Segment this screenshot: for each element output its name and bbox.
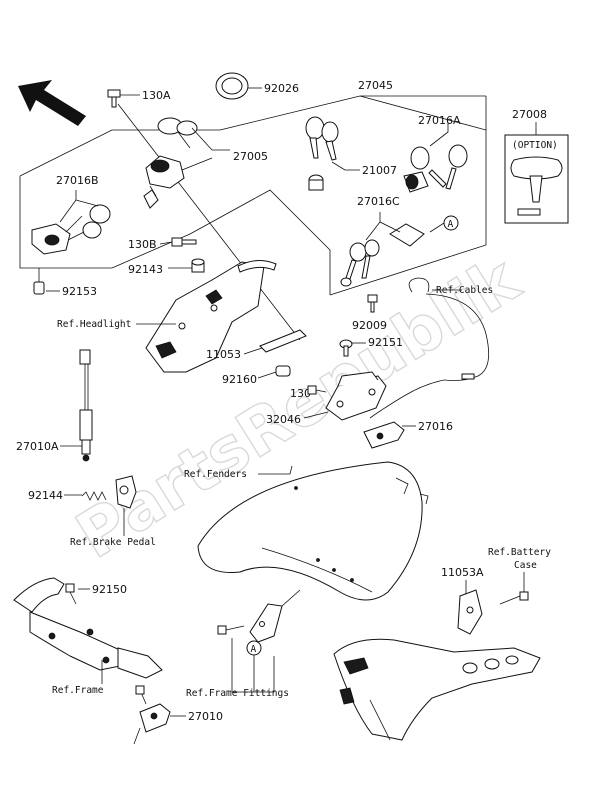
reference-marker-a-top: A xyxy=(443,215,459,231)
label-27008: 27008 xyxy=(512,108,547,121)
label-27005: 27005 xyxy=(233,150,268,163)
label-11053: 11053 xyxy=(206,348,241,361)
fender-bracket[interactable] xyxy=(249,603,283,643)
lock-27016C[interactable] xyxy=(340,223,425,287)
bracket-11053A[interactable] xyxy=(457,589,483,635)
switch-27010[interactable] xyxy=(133,685,171,745)
svg-text:A: A xyxy=(251,644,257,655)
ref-frame: Ref.Frame xyxy=(52,685,104,696)
label-130B: 130B xyxy=(128,238,157,251)
key-set-21007[interactable] xyxy=(305,116,339,191)
label-21007: 21007 xyxy=(362,164,397,177)
option-label: (OPTION) xyxy=(512,140,558,151)
switch-bracket[interactable] xyxy=(145,260,307,373)
label-27016C: 27016C xyxy=(357,195,400,208)
ref-battery-case-line2: Case xyxy=(514,560,537,571)
label-92026: 92026 xyxy=(264,82,299,95)
seat-lock-cable[interactable] xyxy=(369,277,490,419)
ref-cables: Ref.Cables xyxy=(436,285,493,296)
option-box-27008[interactable]: (OPTION) xyxy=(504,134,569,224)
label-92153: 92153 xyxy=(62,285,97,298)
frame-right xyxy=(333,638,541,741)
bolt-130B[interactable] xyxy=(171,237,197,247)
label-27016A: 27016A xyxy=(418,114,461,127)
label-92143: 92143 xyxy=(128,263,163,276)
screw-92153[interactable] xyxy=(33,268,45,295)
ref-fenders: Ref.Fenders xyxy=(184,469,247,480)
seat-lock-27016[interactable] xyxy=(363,421,405,449)
label-27010: 27010 xyxy=(188,710,223,723)
screw-92151[interactable] xyxy=(339,339,353,357)
label-92144: 92144 xyxy=(28,489,63,502)
frame-left xyxy=(13,577,163,679)
front-direction-arrow-icon xyxy=(18,80,86,126)
ref-battery-case: Ref.Battery xyxy=(488,547,551,558)
label-92160: 92160 xyxy=(222,373,257,386)
label-92009: 92009 xyxy=(352,319,387,332)
switch-27010A[interactable] xyxy=(79,349,93,462)
ref-frame-fittings: Ref.Frame Fittings xyxy=(186,688,289,699)
lock-27016B[interactable] xyxy=(31,204,111,255)
brake-pedal-bracket xyxy=(115,475,137,509)
screw-92150[interactable] xyxy=(65,583,77,605)
label-27016B: 27016B xyxy=(56,174,99,187)
ignition-switch-27005[interactable] xyxy=(143,117,198,209)
label-27045: 27045 xyxy=(358,79,393,92)
damper-92160[interactable] xyxy=(275,365,291,377)
label-130A: 130A xyxy=(142,89,171,102)
label-130: 130 xyxy=(290,387,311,400)
bolt-battery-case[interactable] xyxy=(499,591,529,605)
spring-92144[interactable] xyxy=(81,491,107,501)
ring-92026[interactable] xyxy=(215,72,249,100)
bolt-130[interactable] xyxy=(307,385,327,395)
label-11053A: 11053A xyxy=(441,566,484,579)
ref-brake-pedal: Ref.Brake Pedal xyxy=(70,537,156,548)
rear-fender xyxy=(197,461,429,601)
lock-27016A[interactable] xyxy=(403,144,468,193)
svg-text:A: A xyxy=(448,219,454,230)
label-32046: 32046 xyxy=(266,413,301,426)
label-27010A: 27010A xyxy=(16,440,59,453)
reference-marker-a-bottom: A xyxy=(246,640,262,656)
screw-92009[interactable] xyxy=(367,294,378,313)
collar-92143[interactable] xyxy=(191,258,205,273)
label-92151: 92151 xyxy=(368,336,403,349)
label-92150: 92150 xyxy=(92,583,127,596)
bracket-32046[interactable] xyxy=(325,371,387,421)
label-27016: 27016 xyxy=(418,420,453,433)
kit-outline-27045 xyxy=(19,95,487,296)
bolt-fender[interactable] xyxy=(217,625,245,635)
ref-headlight: Ref.Headlight xyxy=(57,319,131,330)
bolt-130A[interactable] xyxy=(107,89,121,108)
